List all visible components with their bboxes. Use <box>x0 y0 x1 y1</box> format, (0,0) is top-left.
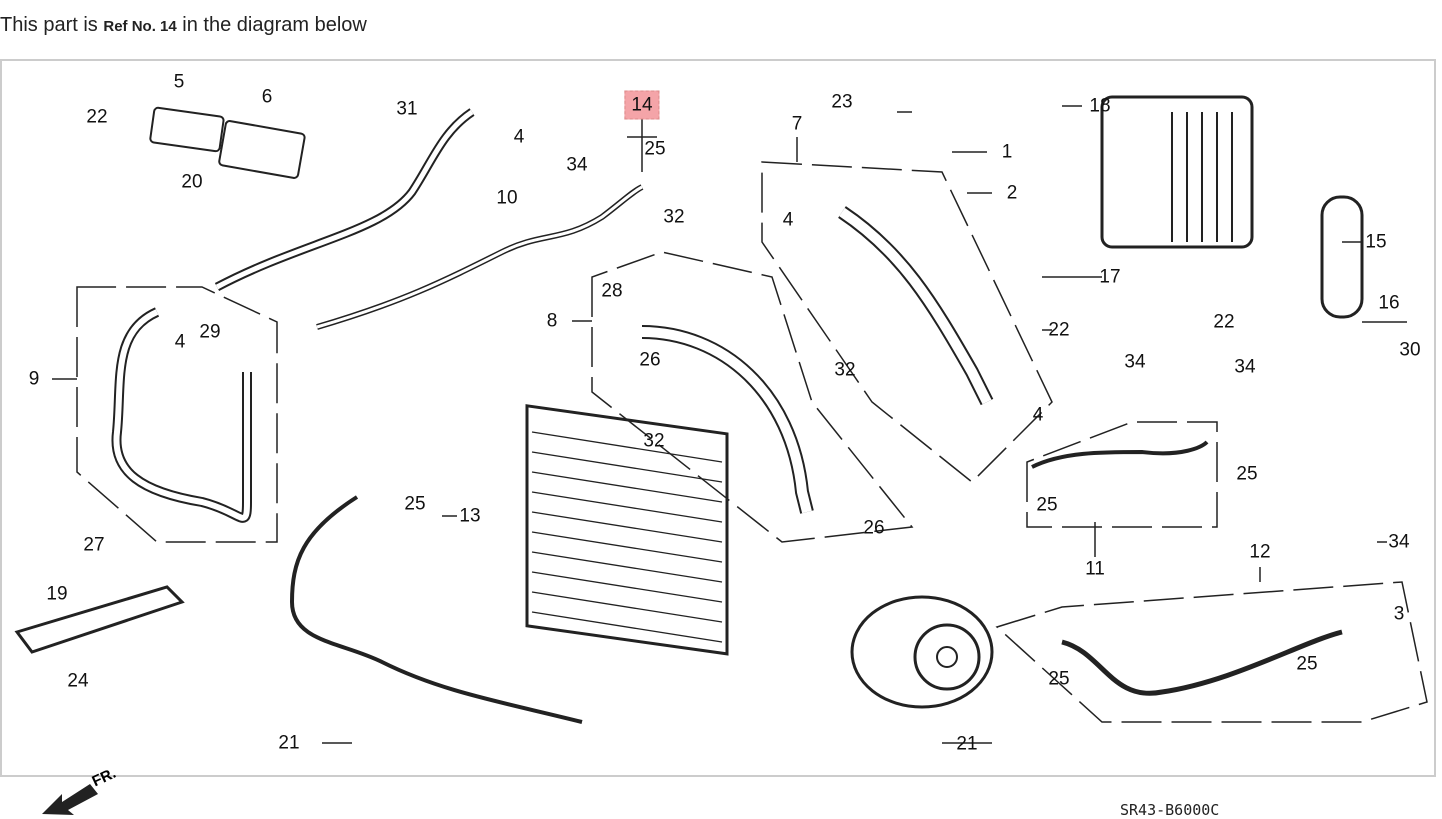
ref-label-9[interactable]: 9 <box>28 368 40 390</box>
ref-label-8[interactable]: 8 <box>546 310 558 332</box>
ref-label-26[interactable]: 26 <box>863 517 885 539</box>
ref-label-15[interactable]: 15 <box>1365 231 1387 253</box>
ref-label-22[interactable]: 22 <box>86 106 108 128</box>
diagram-drawing <box>14 95 1428 744</box>
ref-label-16[interactable]: 16 <box>1378 292 1400 314</box>
ref-label-25[interactable]: 25 <box>1236 463 1258 485</box>
ref-label-21[interactable]: 21 <box>956 733 978 755</box>
ref-label-10[interactable]: 10 <box>496 187 518 209</box>
ref-label-34[interactable]: 34 <box>566 154 588 176</box>
front-direction-indicator: FR. <box>40 765 130 819</box>
ref-label-34[interactable]: 34 <box>1234 356 1256 378</box>
ref-label-26[interactable]: 26 <box>639 349 661 371</box>
ref-label-25[interactable]: 25 <box>404 493 426 515</box>
ref-label-18[interactable]: 18 <box>1089 95 1111 117</box>
ref-label-32[interactable]: 32 <box>643 430 665 452</box>
ref-label-31[interactable]: 31 <box>396 98 418 120</box>
ref-label-4[interactable]: 4 <box>174 331 186 353</box>
ref-label-12[interactable]: 12 <box>1249 541 1271 563</box>
ref-label-2[interactable]: 2 <box>1006 182 1018 204</box>
ref-label-19[interactable]: 19 <box>46 583 68 605</box>
ref-label-22[interactable]: 22 <box>1213 311 1235 333</box>
intro-prefix: This part is <box>0 14 98 36</box>
ref-label-25[interactable]: 25 <box>1036 494 1058 516</box>
ref-label-23[interactable]: 23 <box>831 91 853 113</box>
ref-label-22[interactable]: 22 <box>1048 319 1070 341</box>
ref-label-20[interactable]: 20 <box>181 171 203 193</box>
ref-label-29[interactable]: 29 <box>199 321 221 343</box>
ref-label-13[interactable]: 13 <box>459 505 481 527</box>
ref-label-4[interactable]: 4 <box>782 209 794 231</box>
ref-label-5[interactable]: 5 <box>173 71 185 93</box>
ref-label-4[interactable]: 4 <box>1032 404 1044 426</box>
ref-label-34[interactable]: 34 <box>1388 531 1410 553</box>
ref-number: Ref No. 14 <box>103 18 177 35</box>
ref-label-24[interactable]: 24 <box>67 670 89 692</box>
ref-label-28[interactable]: 28 <box>601 280 623 302</box>
ref-label-25[interactable]: 25 <box>1296 653 1318 675</box>
ref-label-27[interactable]: 27 <box>83 534 105 556</box>
hose-line <box>214 108 475 291</box>
ref-label-3[interactable]: 3 <box>1393 603 1405 625</box>
ref-label-32[interactable]: 32 <box>834 359 856 381</box>
intro-suffix: in the diagram below <box>182 14 367 36</box>
ref-label-25[interactable]: 25 <box>1048 668 1070 690</box>
ref-label-17[interactable]: 17 <box>1099 266 1121 288</box>
ref-label-7[interactable]: 7 <box>791 113 803 135</box>
intro-text: This part is Ref No. 14 in the diagram b… <box>0 14 367 37</box>
ref-label-1[interactable]: 1 <box>1001 141 1013 163</box>
ref-label-11[interactable]: 11 <box>1085 558 1105 580</box>
ref-label-21[interactable]: 21 <box>278 732 300 754</box>
ref-label-32[interactable]: 32 <box>663 206 685 228</box>
ref-label-4[interactable]: 4 <box>513 126 525 148</box>
ref-label-25[interactable]: 25 <box>644 138 666 160</box>
ref-label-30[interactable]: 30 <box>1399 339 1421 361</box>
ref-label-6[interactable]: 6 <box>261 86 273 108</box>
ref-label-14[interactable]: 14 <box>624 90 660 120</box>
diagram-code: SR43-B6000C <box>1120 801 1220 819</box>
ref-label-34[interactable]: 34 <box>1124 351 1146 373</box>
